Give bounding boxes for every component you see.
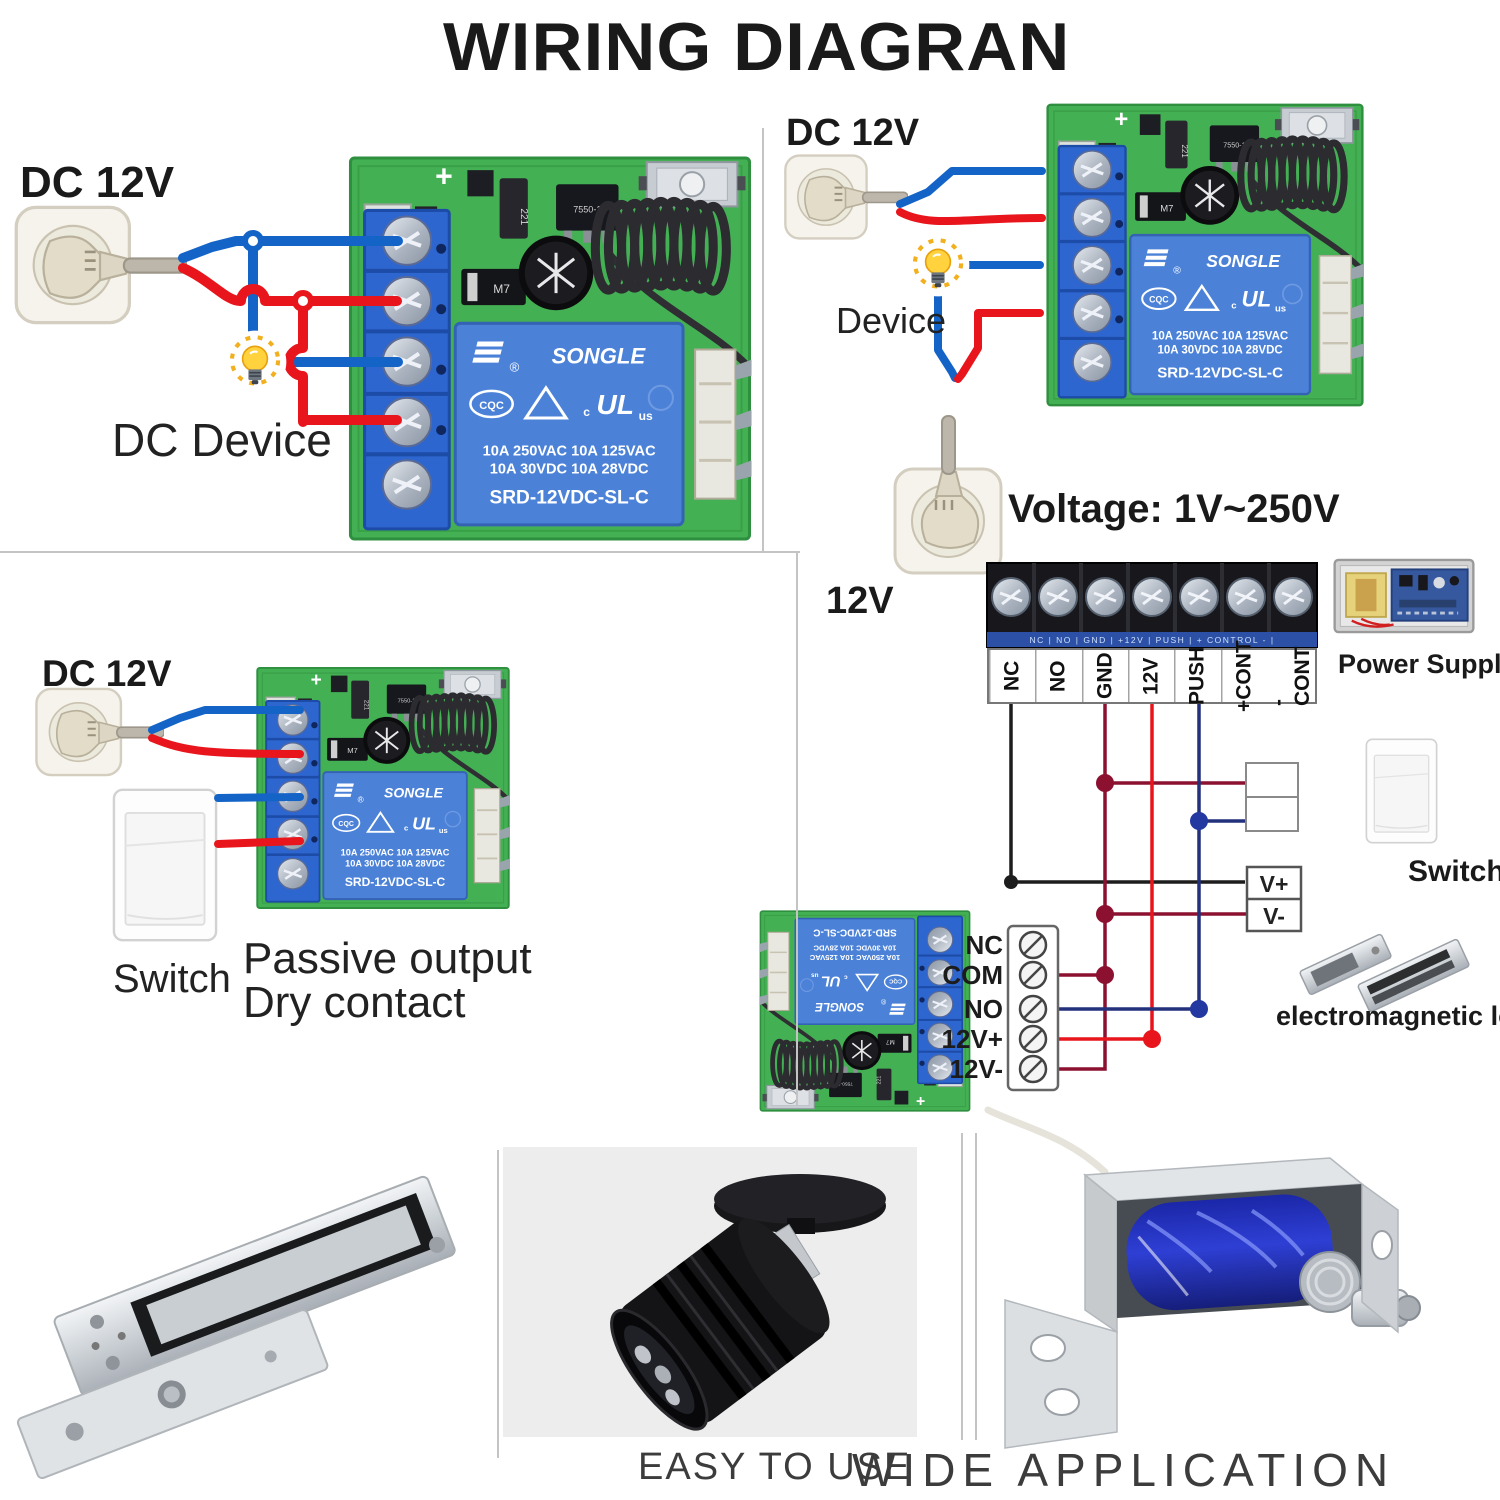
controller-terminal-block: NC | NO | GND | +12V | PUSH | + CONTROL … bbox=[986, 562, 1318, 648]
tr-device-label: Device bbox=[836, 300, 947, 341]
panel-ac-device-art bbox=[784, 105, 1364, 575]
wire-red-supply bbox=[148, 734, 304, 848]
relay-terminal-12vm: 12V- bbox=[949, 1054, 1004, 1084]
divider-photos-2a bbox=[961, 1133, 963, 1440]
footer-easy-to-use: EASY TO USE bbox=[638, 1446, 912, 1488]
terminal-label-gnd: GND bbox=[1081, 650, 1128, 702]
mr-switch-label: Switch bbox=[1408, 855, 1500, 888]
mr-power-supply-label: Power Supply bbox=[1338, 649, 1500, 679]
divider-photos-2b bbox=[975, 1133, 977, 1440]
relay-terminal-com: COM bbox=[942, 960, 1003, 990]
controller-terminal-labels: NC NO GND 12V PUSH +CONT -CONT bbox=[987, 640, 1317, 712]
footer-wide-application: WIDE APPLICATION bbox=[852, 1444, 1396, 1496]
panel-dc-device-art bbox=[14, 158, 751, 539]
terminal-label-12v: 12V bbox=[1127, 650, 1175, 702]
divider-vertical-top bbox=[762, 128, 764, 552]
relay-terminal-nc: NC bbox=[965, 930, 1003, 960]
divider-photos-1 bbox=[497, 1150, 499, 1458]
electromagnetic-lock-photo bbox=[1299, 933, 1470, 1013]
solenoid-lock-photo bbox=[984, 1106, 1421, 1449]
block-strip-text: NC | NO | GND | +12V | PUSH | + CONTROL … bbox=[1029, 635, 1274, 645]
junction-dots bbox=[1004, 774, 1208, 1048]
ml-output-line2: Dry contact bbox=[243, 978, 466, 1027]
relay-terminal-12vp: 12V+ bbox=[941, 1024, 1003, 1054]
mr-supply-label: 12V bbox=[826, 580, 894, 622]
wire-red-supply bbox=[178, 263, 402, 427]
page-title: WIRING DIAGRAN bbox=[443, 9, 1071, 85]
spotlight-photo bbox=[503, 1147, 917, 1437]
switch-symbol-box bbox=[1245, 762, 1299, 832]
tl-power-label: DC 12V bbox=[20, 158, 175, 207]
vplus-label: V+ bbox=[1260, 871, 1289, 897]
mr-lock-label: electromagnetic lock bbox=[1276, 1001, 1500, 1031]
vminus-label: V- bbox=[1263, 903, 1285, 929]
wire-node bbox=[292, 290, 314, 312]
maglock-photo bbox=[16, 1175, 456, 1480]
panel-switch-art bbox=[35, 668, 510, 942]
panel-access-art: NC | NO | GND | +12V | PUSH | + CONTROL … bbox=[759, 558, 1475, 1111]
lock-terminal-box: V+ V- bbox=[1245, 865, 1303, 933]
terminal-label-push: PUSH bbox=[1174, 647, 1221, 705]
ml-power-label: DC 12V bbox=[42, 653, 172, 694]
relay-terminal-no: NO bbox=[964, 994, 1003, 1024]
terminal-label-no: NO bbox=[1035, 650, 1082, 702]
ml-switch-label: Switch bbox=[113, 957, 231, 1001]
terminal-label-nc: NC bbox=[989, 650, 1036, 702]
tr-power-label: DC 12V bbox=[786, 112, 920, 154]
relay-output-strip bbox=[1006, 924, 1060, 1092]
ml-output-line1: Passive output bbox=[243, 934, 532, 983]
terminal-label-ncont: -CONT bbox=[1266, 646, 1314, 706]
terminal-label-pcont: +CONT bbox=[1220, 640, 1267, 712]
divider-vertical-middle bbox=[796, 553, 798, 1105]
tl-device-label: DC Device bbox=[112, 414, 332, 466]
wire-blue-supply bbox=[148, 706, 304, 802]
tr-voltage-note: Voltage: 1V~250V bbox=[1008, 487, 1340, 531]
divider-horizontal bbox=[0, 551, 800, 553]
wire-red-supply bbox=[896, 208, 1046, 383]
wire-blue-supply bbox=[896, 167, 1046, 382]
wire-node bbox=[242, 230, 264, 252]
